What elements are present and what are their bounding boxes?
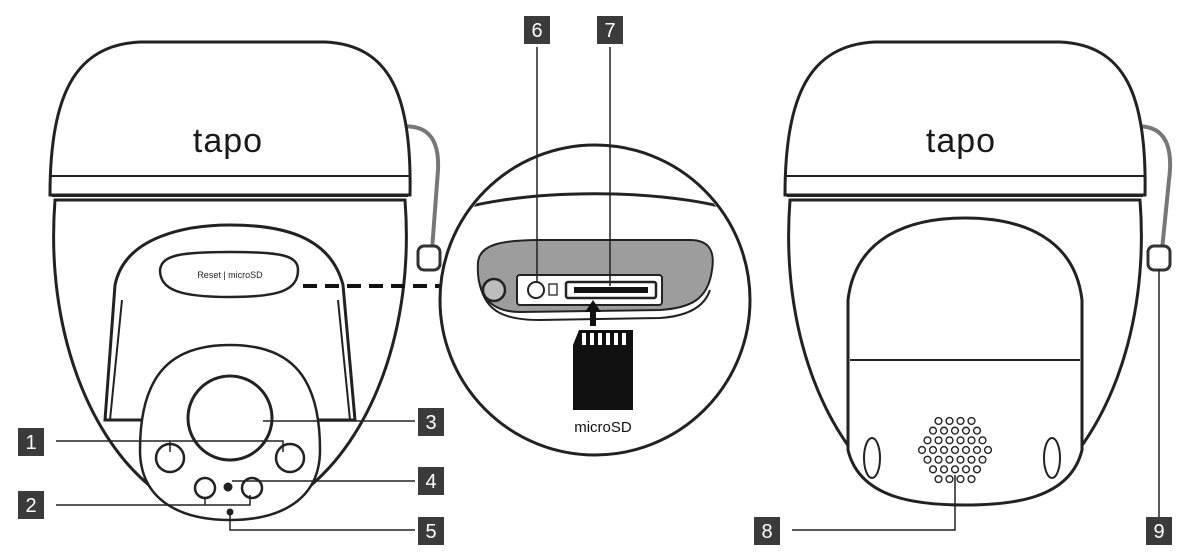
- front-cable-connector: [416, 244, 442, 272]
- speaker-hole: [945, 416, 954, 426]
- callout-8-label: 8: [761, 521, 772, 543]
- speaker-hole: [972, 445, 982, 455]
- speaker-hole: [923, 455, 932, 464]
- callout-3-label: 3: [425, 412, 436, 434]
- speaker-hole: [967, 474, 976, 484]
- callout-9: 9: [1146, 517, 1172, 545]
- front-reset-label: Reset | microSD: [197, 270, 263, 280]
- speaker-hole: [939, 465, 949, 474]
- back-tilt-frame: [846, 216, 1084, 507]
- speaker-hole: [923, 436, 932, 445]
- front-spotlight-right: [240, 476, 264, 500]
- speaker-hole: [967, 436, 976, 445]
- callout-2: 2: [18, 491, 44, 519]
- speaker-hole: [983, 445, 993, 455]
- zoom-detail: microSD: [438, 143, 752, 457]
- callout-4-label: 4: [425, 471, 436, 493]
- front-spotlight-left: [193, 476, 217, 500]
- zoom-reset-hole: [481, 277, 507, 303]
- back-dome: [783, 40, 1147, 197]
- speaker-hole: [945, 436, 954, 445]
- insert-arrow: [585, 300, 601, 326]
- callout-5: 5: [418, 517, 444, 545]
- speaker-hole: [934, 416, 943, 426]
- speaker-grille: [917, 416, 993, 484]
- callouts: 1 2 3 4 5 6 7 8 9: [18, 16, 1172, 545]
- speaker-hole: [956, 455, 965, 464]
- speaker-hole: [978, 455, 987, 464]
- back-brand-logo: tapo: [926, 122, 996, 160]
- speaker-hole: [934, 474, 943, 484]
- callout-2-label: 2: [25, 495, 36, 517]
- speaker-hole: [967, 416, 976, 426]
- callout-7-label: 7: [604, 20, 615, 42]
- speaker-hole: [939, 426, 949, 435]
- speaker-hole: [972, 465, 982, 474]
- callout-4: 4: [418, 467, 444, 495]
- microsd-label: microSD: [574, 419, 632, 436]
- reset-icon: [548, 283, 558, 296]
- callout-6-label: 6: [531, 20, 542, 42]
- speaker-hole: [945, 455, 954, 464]
- speaker-hole: [972, 426, 982, 435]
- speaker-hole: [950, 426, 960, 435]
- front-camera: [48, 40, 442, 522]
- speaker-hole: [978, 436, 987, 445]
- speaker-hole: [934, 436, 943, 445]
- callout-1: 1: [18, 428, 44, 456]
- speaker-hole: [928, 465, 938, 474]
- callout-1-label: 1: [25, 432, 36, 454]
- back-cable-connector: [1146, 244, 1172, 272]
- speaker-hole: [939, 445, 949, 455]
- speaker-hole: [928, 426, 938, 435]
- front-reset-cover: [158, 250, 300, 299]
- speaker-hole: [950, 445, 960, 455]
- speaker-hole: [917, 445, 927, 455]
- front-light-sensor: [223, 482, 233, 492]
- microsd-card: [573, 330, 633, 410]
- speaker-hole: [961, 465, 971, 474]
- speaker-hole: [961, 445, 971, 455]
- front-lens: [186, 374, 274, 462]
- speaker-hole: [956, 416, 965, 426]
- speaker-hole: [928, 445, 938, 455]
- callout-3: 3: [418, 408, 444, 436]
- callout-5-label: 5: [425, 521, 436, 543]
- callout-8: 8: [754, 517, 780, 545]
- callout-6: 6: [524, 16, 550, 44]
- front-brand-logo: tapo: [193, 122, 263, 160]
- front-ir-led-right: [274, 442, 306, 474]
- speaker-hole: [934, 455, 943, 464]
- speaker-hole: [956, 474, 965, 484]
- reset-button: [527, 281, 545, 299]
- callout-9-label: 9: [1153, 521, 1164, 543]
- speaker-hole: [945, 474, 954, 484]
- speaker-hole: [950, 465, 960, 474]
- speaker-hole: [967, 455, 976, 464]
- back-camera: [783, 40, 1173, 507]
- speaker-hole: [961, 426, 971, 435]
- leader-lines: [56, 47, 1160, 531]
- front-dome: [48, 40, 412, 197]
- speaker-hole: [956, 436, 965, 445]
- callout-7: 7: [597, 16, 623, 44]
